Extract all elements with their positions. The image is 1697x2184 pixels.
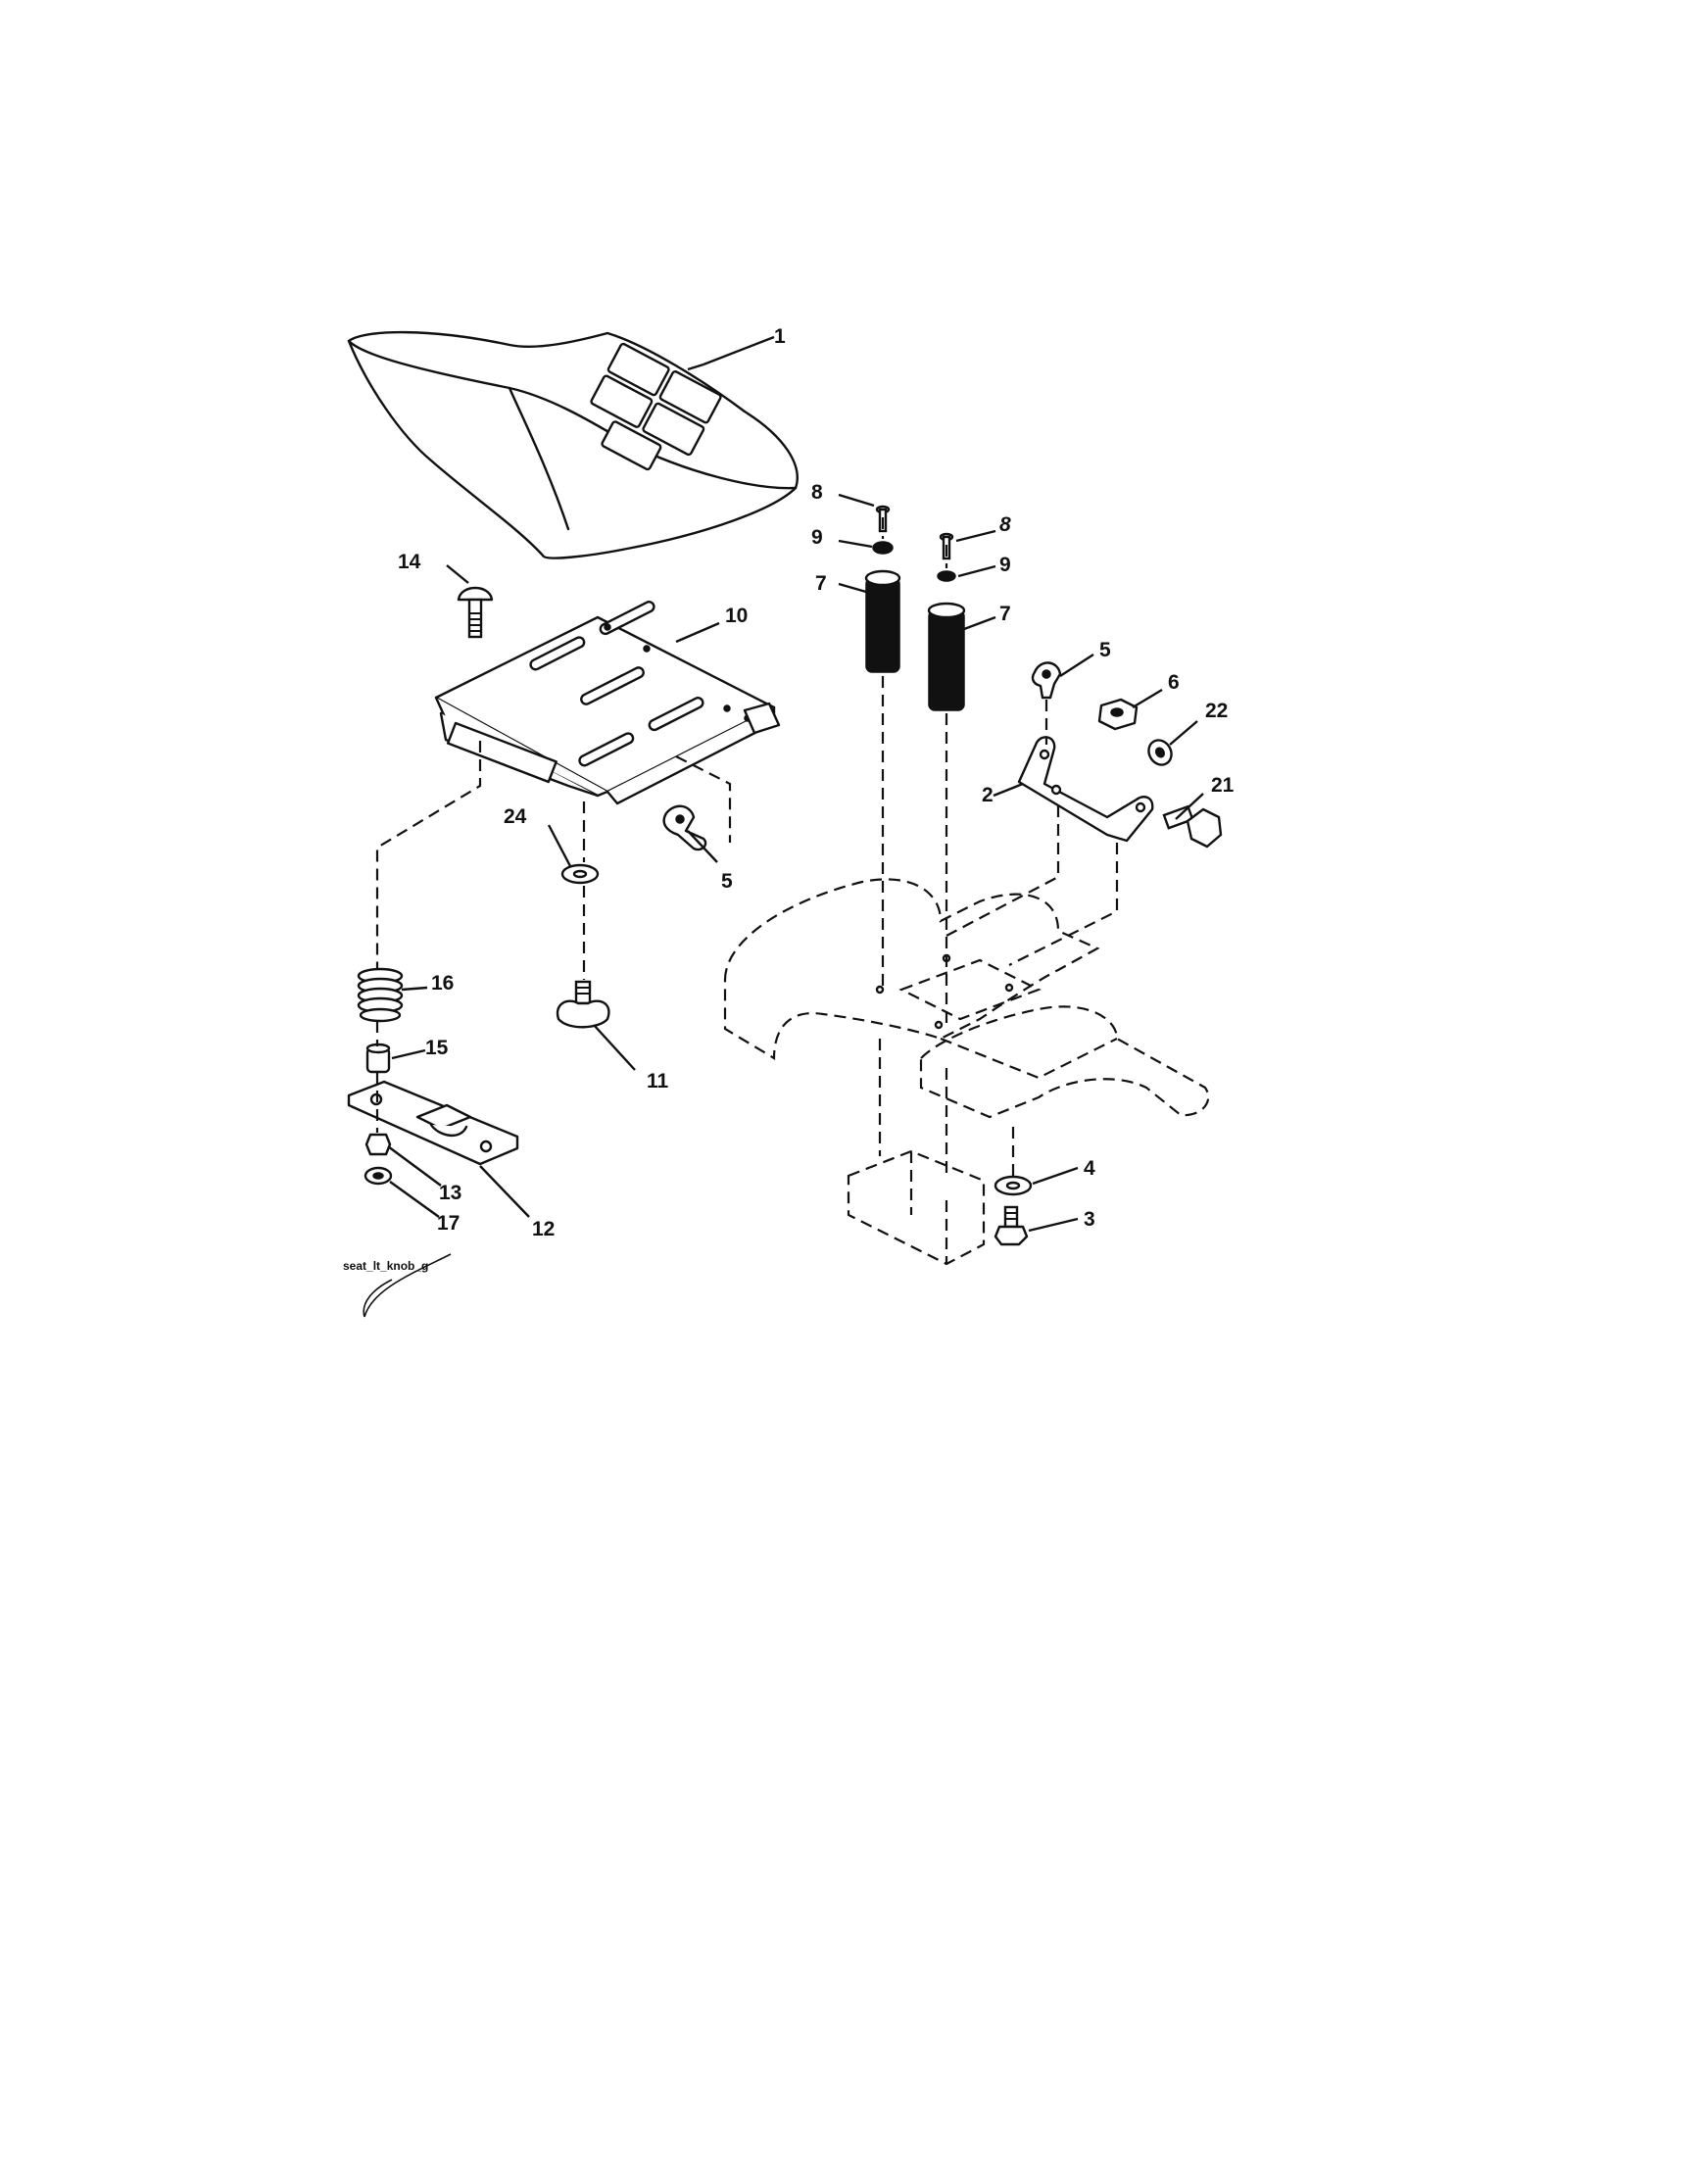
bracket-part-2: [1017, 736, 1154, 843]
nut-part-6: [1097, 698, 1139, 731]
callout-5-left: 5: [721, 870, 733, 893]
leader-lines: [387, 335, 1204, 1233]
seat-pan-part-10: [434, 601, 781, 805]
assembly-lines: [375, 517, 1119, 1176]
bolt-part-3: [994, 1205, 1029, 1246]
callout-3: 3: [1084, 1208, 1095, 1231]
callout-8-left: 8: [811, 481, 823, 504]
callout-2: 2: [982, 784, 994, 806]
callout-8-right: 8: [999, 513, 1011, 536]
callout-9-right: 9: [999, 554, 1011, 576]
spacer-part-15: [365, 1043, 391, 1074]
callout-6: 6: [1168, 671, 1180, 694]
callout-9-left: 9: [811, 526, 823, 549]
callout-12: 12: [532, 1218, 555, 1240]
lock-washer-part-17: [364, 1166, 393, 1186]
callout-1: 1: [774, 325, 786, 348]
spring-part-7-right: [927, 602, 966, 711]
callout-15: 15: [425, 1037, 449, 1059]
callout-4: 4: [1084, 1157, 1095, 1180]
seat-part-1: [347, 330, 799, 559]
knob-part-11: [556, 980, 610, 1029]
callout-7-right: 7: [999, 603, 1011, 625]
callout-11: 11: [647, 1070, 669, 1092]
callout-5-right: 5: [1099, 639, 1111, 661]
spring-part-7-left: [864, 569, 901, 673]
callout-14: 14: [398, 551, 421, 573]
file-name: seat_lt_knob_g: [343, 1259, 428, 1273]
shoulder-bolt-part-21: [1162, 804, 1223, 849]
washer-part-4: [994, 1175, 1033, 1196]
carriage-bolt-part-14: [457, 586, 494, 639]
nut-part-13: [364, 1133, 392, 1156]
callout-16: 16: [431, 972, 454, 995]
callout-22: 22: [1205, 700, 1228, 722]
spring-part-16: [357, 967, 404, 1023]
file-label: seat_lt_knob_g: [343, 1253, 452, 1318]
callout-17: 17: [437, 1212, 460, 1235]
clip-part-5-right: [1031, 661, 1062, 700]
washer-part-22: [1147, 739, 1173, 766]
callout-21: 21: [1211, 774, 1235, 797]
adjuster-plate-part-12: [347, 1080, 519, 1166]
callout-10: 10: [725, 605, 748, 627]
callout-labels: 1 2 3 4 5 5 6 7 7 8 8 9 9 10 11 12 13 14…: [398, 325, 1235, 1240]
callout-24: 24: [504, 805, 527, 828]
callout-7-left: 7: [815, 572, 827, 595]
fender-frame-outline: [723, 878, 1210, 1266]
washer-part-9-left: [872, 541, 894, 555]
washer-part-24: [560, 863, 600, 885]
callout-13: 13: [439, 1182, 461, 1204]
washer-part-9-right: [937, 570, 956, 582]
